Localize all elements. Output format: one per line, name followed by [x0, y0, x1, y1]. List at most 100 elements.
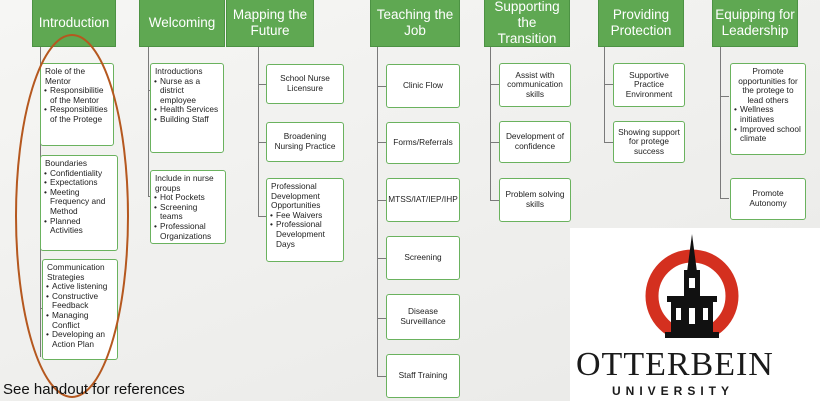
- header-mapping-the-future: Mapping the Future: [226, 0, 314, 47]
- otterbein-emblem-icon: [645, 234, 739, 342]
- connector-line: [258, 47, 259, 217]
- connector-line: [720, 96, 729, 97]
- header-introduction: Introduction: [32, 0, 116, 47]
- bullet-item: Wellness initiatives: [734, 105, 801, 124]
- box-development-of-confidence: Development of confidence: [499, 121, 571, 163]
- box-mtss-iat-iep-ihp: MTSS/IAT/IEP/IHP: [386, 178, 460, 222]
- connector-line: [377, 142, 386, 143]
- bullet-item: Screening teams: [154, 202, 221, 222]
- bullet-item: Developing an Action Plan: [46, 329, 113, 349]
- bullet-item: Active listening: [46, 282, 113, 292]
- connector-line: [377, 86, 386, 87]
- connector-line: [258, 84, 267, 85]
- connector-line: [490, 84, 499, 85]
- box-title: Introductions: [155, 66, 203, 76]
- connector-line: [490, 47, 491, 201]
- box-role-of-the-mentor: Role of the Mentor Responsibilitie of th…: [40, 63, 114, 146]
- box-title: Supportive Practice Environment: [625, 69, 673, 99]
- bullet-item: Planned Activities: [44, 216, 113, 236]
- connector-line: [490, 142, 499, 143]
- box-professional-development-opportunities: Professional Development Opportunities F…: [266, 178, 344, 262]
- box-disease-surveillance: Disease Surveillance: [386, 294, 460, 340]
- bullet-item: Managing Conflict: [46, 310, 113, 330]
- box-title: Staff Training: [398, 370, 448, 381]
- box-introductions: Introductions Nurse as a district employ…: [150, 63, 224, 153]
- box-promote-opportunities: Promote opportunities for the protege to…: [730, 63, 806, 155]
- header-welcoming: Welcoming: [139, 0, 225, 47]
- box-title: Forms/Referrals: [393, 137, 453, 148]
- box-title: Boundaries: [45, 158, 87, 168]
- bullet-item: Nurse as a district employee: [154, 76, 219, 106]
- connector-line: [720, 47, 721, 199]
- box-title: Showing support for protege success: [618, 126, 680, 156]
- header-providing-protection: Providing Protection: [598, 0, 684, 47]
- box-include-in-nurse-groups: Include in nurse groups Hot Pockets Scre…: [150, 170, 226, 244]
- box-title: Promote opportunities for the protege to…: [738, 66, 798, 105]
- connector-line: [604, 84, 613, 85]
- connector-line: [490, 200, 499, 201]
- connector-line: [377, 376, 386, 377]
- header-equipping-for-leadership: Equipping for Leadership: [712, 0, 798, 47]
- box-problem-solving-skills: Problem solving skills: [499, 178, 571, 222]
- bullet-item: Professional Organizations: [154, 221, 221, 241]
- box-screening: Screening: [386, 236, 460, 280]
- bullet-item: Meeting Frequency and Method: [44, 187, 113, 217]
- box-staff-training: Staff Training: [386, 354, 460, 398]
- bullet-item: Building Staff: [154, 114, 219, 125]
- bullet-item: Constructive Feedback: [46, 291, 113, 311]
- connector-line: [720, 198, 729, 199]
- box-communication-strategies: Communication Strategies Active listenin…: [42, 259, 118, 360]
- box-boundaries: Boundaries Confidentiality Expectations …: [40, 155, 118, 251]
- connector-line: [148, 47, 149, 197]
- connector-line: [258, 142, 267, 143]
- bullet-item: Responsibilitie of the Mentor: [44, 85, 109, 105]
- box-supportive-practice-environment: Supportive Practice Environment: [613, 63, 685, 107]
- bullet-item: Fee Waivers: [270, 210, 339, 221]
- box-school-nurse-licensure: School Nurse Licensure: [266, 64, 344, 104]
- box-title: Include in nurse groups: [155, 173, 214, 193]
- connector-line: [377, 258, 386, 259]
- bullet-item: Responsibilities of the Protege: [44, 105, 109, 124]
- box-title: Broadening Nursing Practice: [274, 131, 336, 151]
- bullet-list: Hot Pockets Screening teams Professional…: [154, 193, 221, 241]
- bullet-item: Improved school climate: [734, 124, 801, 144]
- header-supporting-the-transition: Supporting the Transition: [484, 0, 570, 47]
- bullet-item: Expectations: [44, 178, 113, 188]
- box-promote-autonomy: Promote Autonomy: [730, 178, 806, 220]
- box-title: Communication Strategies: [47, 262, 105, 282]
- logo-subtitle: UNIVERSITY: [612, 384, 735, 398]
- connector-line: [377, 200, 386, 201]
- box-title: Clinic Flow: [402, 80, 444, 91]
- box-assist-with-communication-skills: Assist with communication skills: [499, 63, 571, 107]
- bullet-list: Wellness initiatives Improved school cli…: [734, 105, 801, 144]
- bullet-item: Health Services: [154, 105, 219, 115]
- box-title: MTSS/IAT/IEP/IHP: [388, 194, 458, 205]
- bullet-item: Hot Pockets: [154, 193, 221, 203]
- box-title: Promote Autonomy: [749, 188, 787, 208]
- box-showing-support-for-protege-success: Showing support for protege success: [613, 121, 685, 163]
- bullet-item: Confidentiality: [44, 168, 113, 179]
- header-teaching-the-job: Teaching the Job: [370, 0, 460, 47]
- bullet-item: Professional Development Days: [270, 220, 339, 249]
- box-title: Problem solving skills: [505, 189, 565, 209]
- box-broadening-nursing-practice: Broadening Nursing Practice: [266, 122, 344, 162]
- bullet-list: Responsibilitie of the Mentor Responsibi…: [44, 85, 109, 124]
- bullet-list: Fee Waivers Professional Development Day…: [270, 210, 339, 249]
- box-title: Screening: [404, 252, 442, 263]
- box-title: School Nurse Licensure: [280, 73, 330, 93]
- box-clinic-flow: Clinic Flow: [386, 64, 460, 108]
- box-title: Disease Surveillance: [400, 306, 446, 326]
- bullet-list: Confidentiality Expectations Meeting Fre…: [44, 168, 113, 236]
- logo-wordmark: OTTERBEIN: [576, 346, 774, 383]
- connector-line: [604, 142, 613, 143]
- bullet-list: Nurse as a district employee Health Serv…: [154, 76, 219, 125]
- box-title: Role of the Mentor: [45, 66, 86, 86]
- footer-note: See handout for references: [3, 381, 185, 398]
- connector-line: [377, 318, 386, 319]
- connector-line: [258, 216, 267, 217]
- box-title: Professional Development Opportunities: [271, 181, 321, 211]
- connector-line: [377, 47, 378, 377]
- connector-line: [604, 47, 605, 143]
- box-title: Assist with communication skills: [507, 69, 563, 99]
